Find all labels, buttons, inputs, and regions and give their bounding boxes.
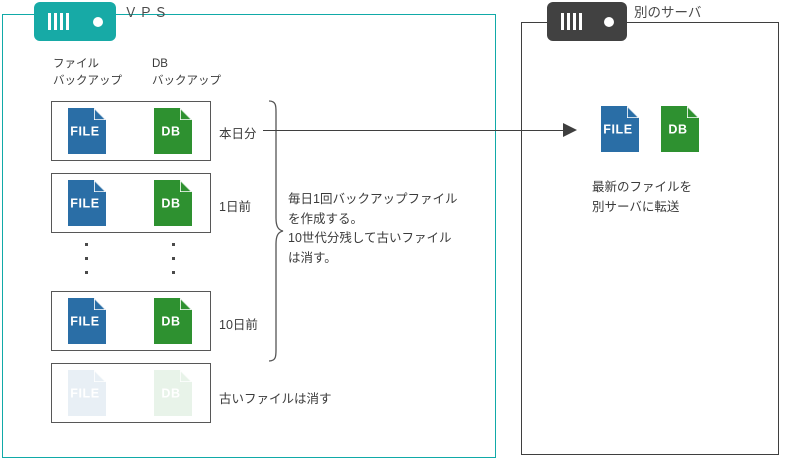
backup-policy-note: 毎日1回バックアップファイル を作成する。 10世代分残して古いファイル は消す… — [288, 192, 458, 265]
backup-row-box: FILE DB — [51, 291, 211, 351]
file-document-icon-faded: FILE — [68, 370, 106, 416]
remote-server-chip-icon — [547, 2, 627, 41]
transfer-arrow-line — [263, 129, 568, 131]
backup-row-label-10days: 10日前 — [219, 318, 258, 332]
vps-server-chip-icon — [34, 2, 116, 41]
file-document-icon: FILE — [68, 298, 106, 344]
server-led-icon — [93, 16, 103, 27]
ellipsis-dots-file-icon — [85, 243, 88, 274]
backup-row-label-delete-old: 古いファイルは消す — [219, 392, 332, 406]
db-document-icon: DB — [661, 106, 699, 152]
grouping-brace-icon — [268, 100, 284, 362]
db-document-icon-faded: DB — [154, 370, 192, 416]
remote-server-panel — [521, 22, 779, 455]
db-document-icon: DB — [154, 108, 192, 154]
backup-row-label-1day: 1日前 — [219, 200, 251, 214]
db-document-icon: DB — [154, 298, 192, 344]
server-bars-icon — [48, 13, 69, 30]
transfer-arrow-head-icon — [563, 123, 577, 137]
column-header-file-backup: ファイル バックアップ — [53, 58, 122, 87]
vps-panel-title: ＶＰＳ — [124, 5, 169, 20]
file-document-icon: FILE — [601, 106, 639, 152]
remote-transfer-note: 最新のファイルを 別サーバに転送 — [592, 180, 693, 214]
backup-row-box-deleted: FILE DB — [51, 363, 211, 423]
server-led-icon — [604, 16, 614, 27]
server-bars-icon — [561, 13, 582, 30]
backup-row-label-today: 本日分 — [219, 127, 257, 141]
db-document-icon: DB — [154, 180, 192, 226]
backup-row-box: FILE DB — [51, 101, 211, 161]
file-document-icon: FILE — [68, 180, 106, 226]
file-document-icon: FILE — [68, 108, 106, 154]
column-header-db-backup: DB バックアップ — [152, 58, 221, 87]
backup-row-box: FILE DB — [51, 173, 211, 233]
remote-transferred-files: FILE DB — [601, 106, 699, 152]
remote-panel-title: 別のサーバ — [634, 5, 702, 20]
vps-panel — [2, 14, 496, 458]
ellipsis-dots-db-icon — [172, 243, 175, 274]
